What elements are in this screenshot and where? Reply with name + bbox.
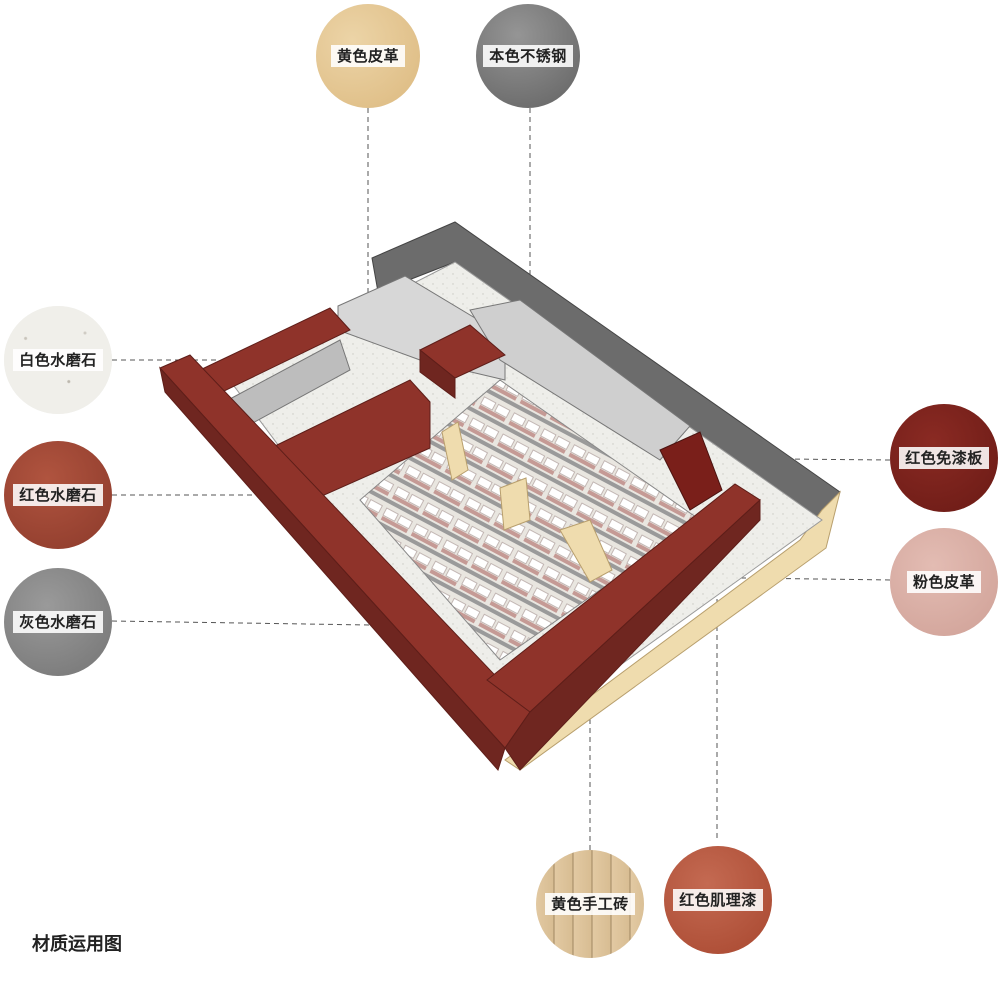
swatch-huise-shuimoshi: 灰色水磨石	[4, 568, 112, 676]
leader-line-fense-pige	[599, 575, 891, 581]
leader-line-huise-shuimoshi	[111, 620, 371, 626]
label-huangse-pige: 黄色皮革	[330, 44, 405, 68]
label-fense-pige: 粉色皮革	[906, 570, 981, 594]
swatch-huangse-shougongzhuan: 黄色手工砖	[536, 850, 644, 958]
cream-column-1	[441, 421, 469, 481]
red-door-panel	[659, 431, 723, 511]
cream-column-2	[499, 477, 531, 531]
label-huise-shuimoshi: 灰色水磨石	[13, 610, 103, 634]
label-baise-shuimoshi: 白色水磨石	[13, 348, 103, 372]
cream-column-3	[559, 519, 613, 583]
swatch-fense-pige: 粉色皮革	[890, 528, 998, 636]
swatch-hongse-shuimoshi: 红色水磨石	[4, 441, 112, 549]
swatch-bense-buxiugang: 本色不锈钢	[476, 4, 580, 108]
label-bense-buxiugang: 本色不锈钢	[483, 44, 573, 68]
red-kiosk-front	[419, 348, 456, 399]
red-front-wall-right-side	[504, 498, 761, 771]
label-hongse-mianqiban: 红色免漆板	[899, 446, 989, 470]
red-front-wall-left-side	[159, 366, 506, 771]
label-huangse-shougongzhuan: 黄色手工砖	[545, 892, 635, 916]
swatch-huangse-pige: 黄色皮革	[316, 4, 420, 108]
label-hongse-shuimoshi: 红色水磨石	[13, 483, 103, 507]
label-hongse-jiliqi: 红色肌理漆	[673, 888, 763, 912]
swatch-hongse-jiliqi: 红色肌理漆	[664, 846, 772, 954]
diagram-caption: 材质运用图	[32, 934, 122, 955]
swatch-baise-shuimoshi: 白色水磨石	[4, 306, 112, 414]
swatch-hongse-mianqiban: 红色免漆板	[890, 404, 998, 512]
